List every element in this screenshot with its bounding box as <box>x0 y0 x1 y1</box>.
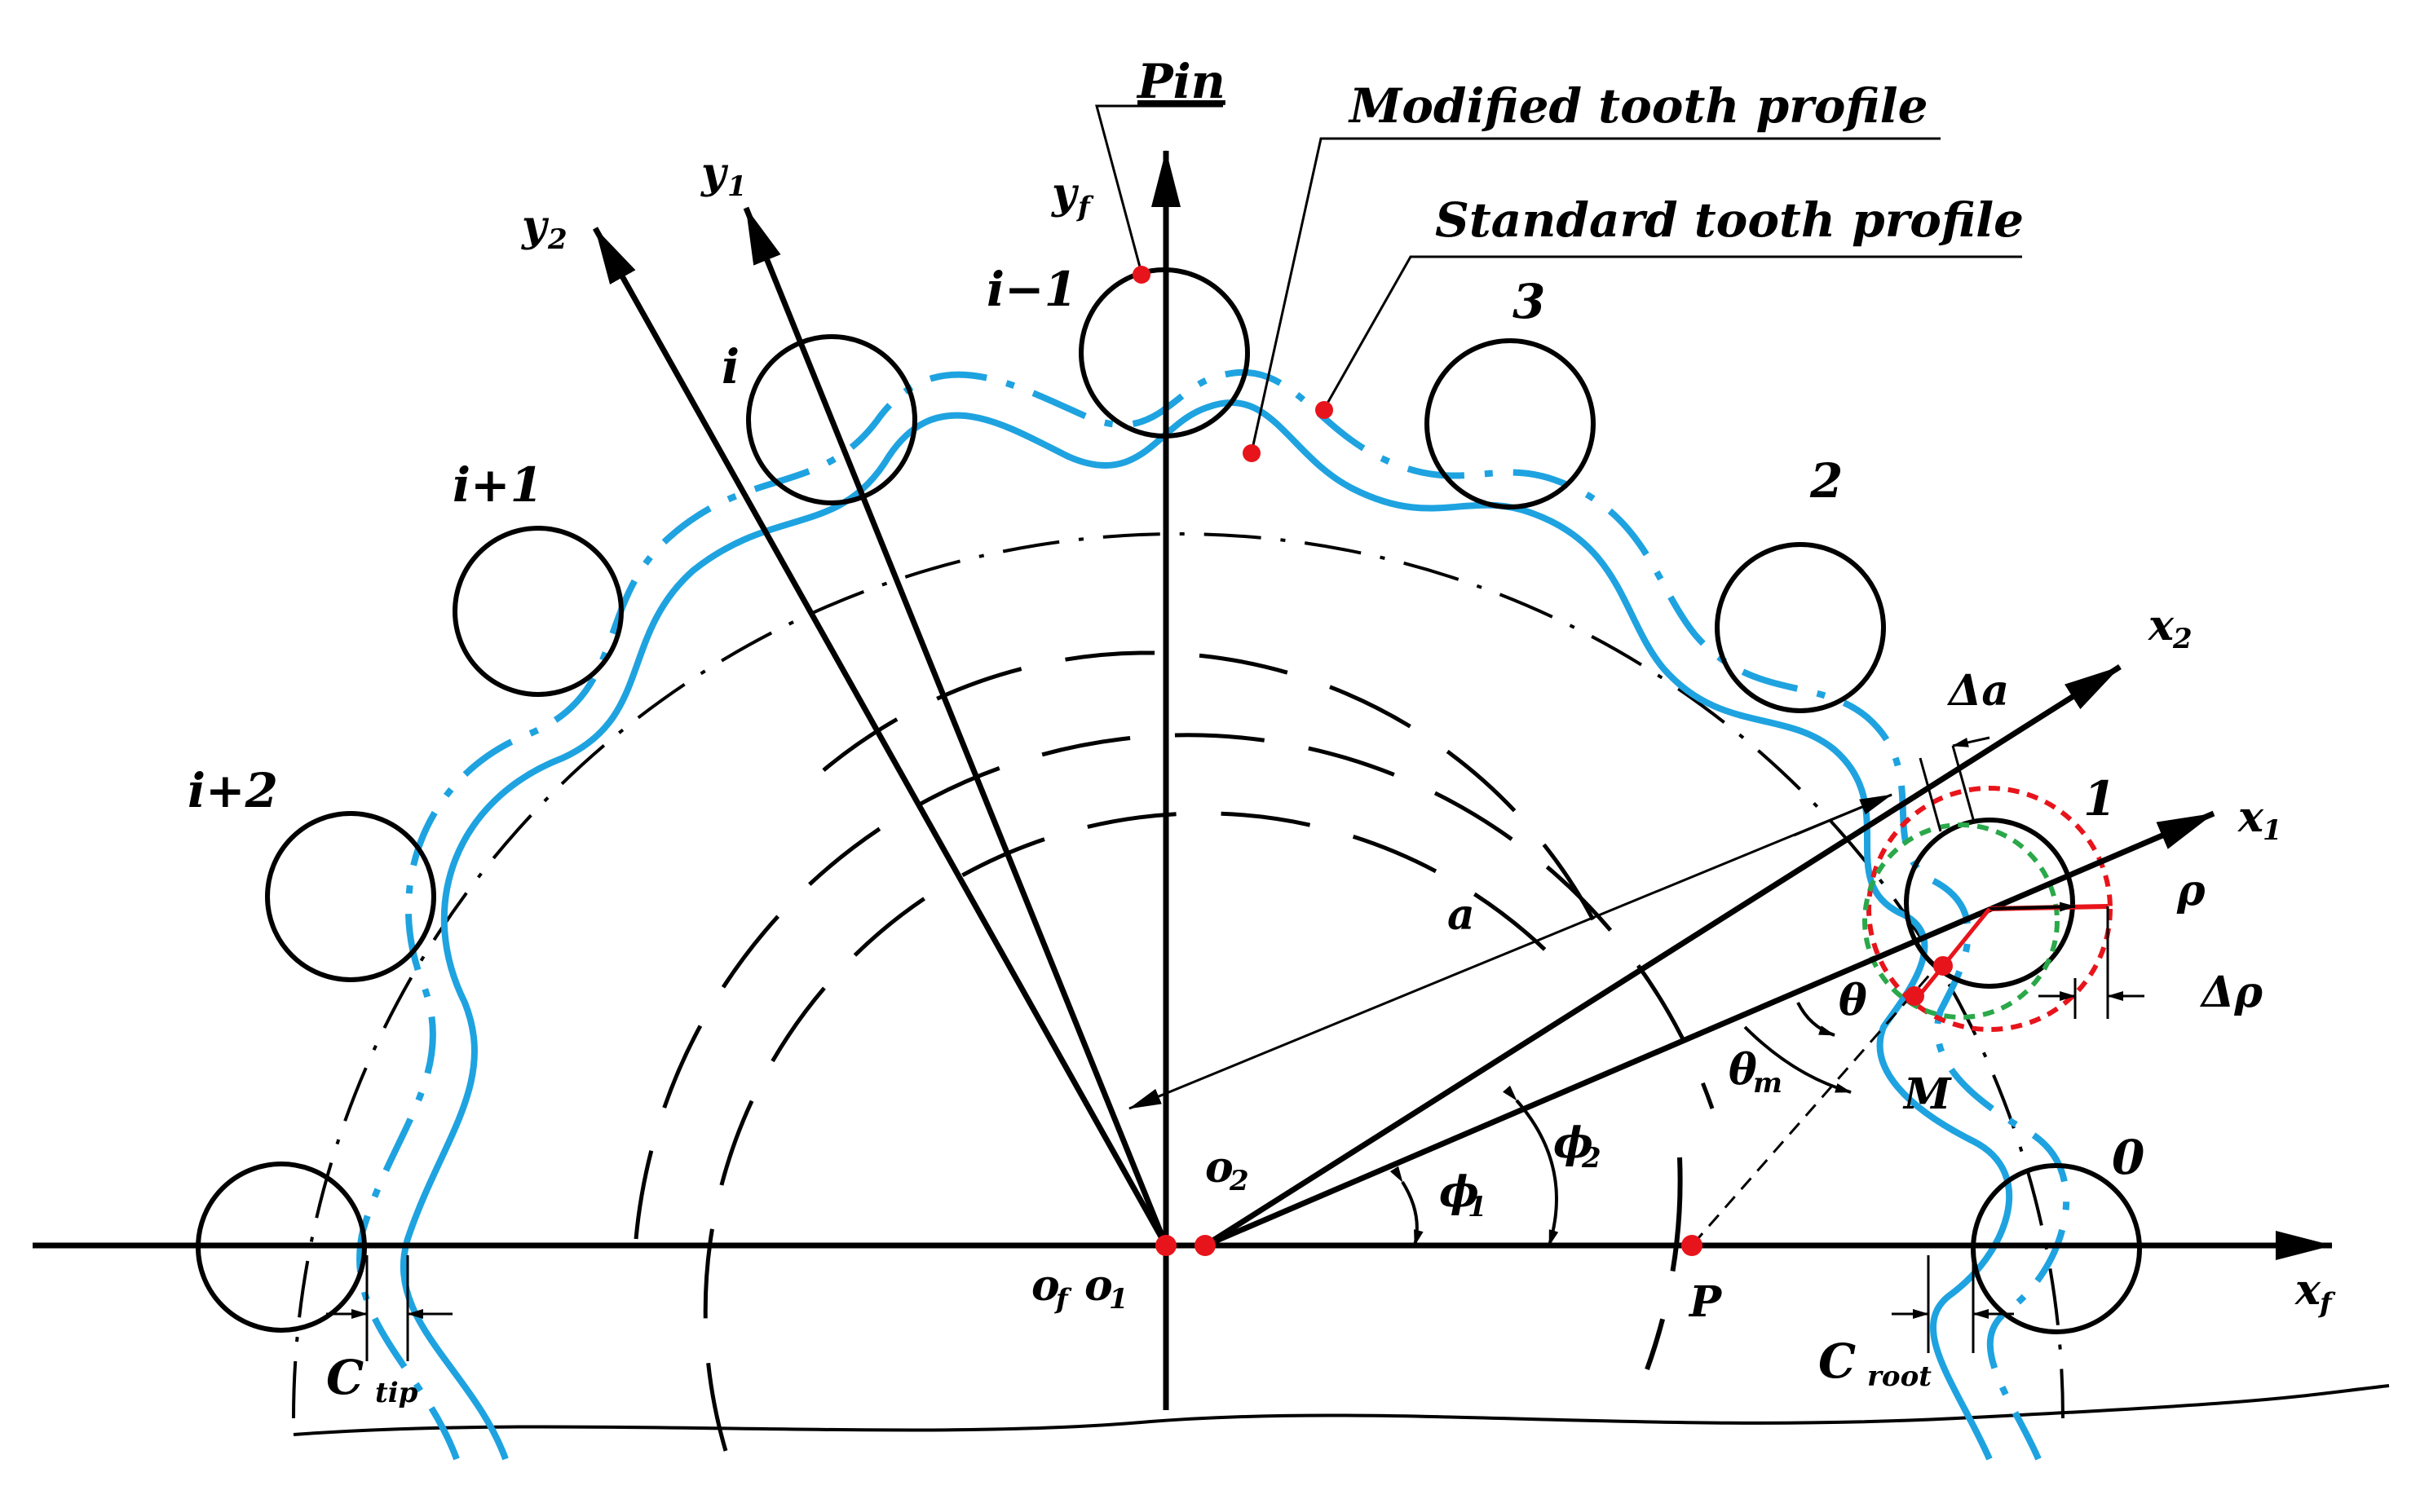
eccentric-line-a <box>1128 793 1892 1110</box>
label-x2-sub: 2 <box>2172 623 2193 655</box>
label-m: M <box>1902 1069 1952 1119</box>
marker-pin-top <box>1133 266 1150 284</box>
inner-dashed-circle-inner <box>703 811 1559 1452</box>
pin-0 <box>1971 1163 2142 1334</box>
label-x2: x <box>2148 601 2175 650</box>
label-modified-profile: Modified tooth profile <box>1348 78 1928 134</box>
x-1-axis <box>1203 810 2215 1249</box>
pressure-line <box>1690 957 1946 1246</box>
pin-i-plus-1 <box>453 526 624 697</box>
inner-dashed-circle-outer <box>634 733 1715 1240</box>
label-pin: Pin <box>1136 54 1225 109</box>
marker-p <box>1681 1235 1702 1256</box>
contact-line <box>1919 907 1991 996</box>
phi1-arc <box>1389 1166 1424 1246</box>
label-pin-0: 0 <box>2112 1130 2144 1185</box>
label-o1: o <box>1084 1261 1113 1311</box>
marker-contact <box>1905 986 1924 1006</box>
eccentric-line-a-arrow <box>1793 793 1892 837</box>
label-pin-i: i <box>722 339 740 395</box>
label-theta-m-sub: m <box>1753 1067 1782 1100</box>
label-y1: y <box>700 148 729 198</box>
label-pin-i-minus-1: i−1 <box>987 262 1077 317</box>
theta-arc <box>1796 1002 1835 1037</box>
label-y2-sub: 2 <box>547 223 567 256</box>
label-theta-m: θ <box>1729 1045 1757 1095</box>
label-x1: x <box>2237 792 2264 842</box>
label-phi1-sub: 1 <box>1468 1191 1487 1223</box>
label-xf-sub: f <box>2318 1287 2336 1320</box>
label-pin-1: 1 <box>2083 771 2116 827</box>
inner-dashed-circle-outer-2 <box>822 650 1601 931</box>
label-standard-profile: Standard tooth profile <box>1435 192 2024 248</box>
standard-tooth-profile <box>356 368 2070 1461</box>
label-pin-i-plus-2: i+2 <box>188 763 278 818</box>
label-of: o <box>1031 1261 1060 1311</box>
pin-radius-black <box>1989 901 2076 912</box>
pin-3 <box>1424 338 1596 509</box>
x-2-axis <box>1203 664 2122 1248</box>
label-c-tip: C <box>326 1350 364 1405</box>
delta-a-tick-2 <box>1951 745 1975 820</box>
label-o1-sub: 1 <box>1109 1283 1128 1316</box>
label-o2-sub: 2 <box>1229 1165 1249 1197</box>
inner-dashed-arc-right <box>1645 1157 1683 1371</box>
label-a: a <box>1447 890 1475 940</box>
y-1-axis <box>743 206 1169 1247</box>
label-delta-rho: Δρ <box>2199 968 2263 1017</box>
standard-leader <box>1323 255 2022 408</box>
pin-leader <box>1095 104 1223 274</box>
y-2-axis <box>592 227 1169 1247</box>
delta-a-tick-1 <box>1919 757 1942 832</box>
marker-standard <box>1315 401 1333 419</box>
label-c-root-sub: root <box>1867 1360 1932 1393</box>
label-delta-a: Δa <box>1946 666 2009 716</box>
pin-i <box>746 334 917 505</box>
break-line <box>293 1384 2390 1436</box>
label-yf: y <box>1051 169 1080 218</box>
label-theta: θ <box>1839 976 1867 1025</box>
label-c-root: C <box>1818 1333 1856 1389</box>
label-phi1: ϕ <box>1439 1167 1479 1217</box>
label-rho: ρ <box>2176 866 2206 915</box>
pin-pitch-circle <box>292 532 2065 1419</box>
label-c-tip-sub: tip <box>375 1377 418 1409</box>
pin-2 <box>1715 542 1886 713</box>
modified-pin-circle <box>1866 786 2113 1032</box>
delta-a-arrow <box>1952 736 1990 747</box>
label-pin-3: 3 <box>1512 274 1545 329</box>
marker-modified <box>1243 444 1261 462</box>
label-xf: x <box>2294 1265 2321 1315</box>
label-y1-sub: 1 <box>727 170 747 203</box>
label-phi2: ϕ <box>1553 1118 1593 1168</box>
label-p: P <box>1688 1277 1723 1327</box>
pin-i-plus-2 <box>265 811 436 982</box>
label-phi2-sub: 2 <box>1581 1142 1601 1175</box>
marker-of <box>1155 1235 1177 1256</box>
phi2-arc <box>1502 1085 1559 1246</box>
label-pin-i-plus-1: i+1 <box>453 457 543 513</box>
label-x1-sub: 1 <box>2263 814 2282 847</box>
marker-m <box>1933 956 1953 976</box>
theta-m-arc <box>1743 1025 1852 1094</box>
marker-o2 <box>1195 1235 1216 1256</box>
original-pin-circle <box>1862 822 2060 1020</box>
label-yf-sub: f <box>1076 191 1094 223</box>
modified-tooth-profile <box>400 399 2013 1461</box>
label-o2: o <box>1205 1143 1234 1192</box>
label-pin-2: 2 <box>1809 453 1843 509</box>
label-of-sub: f <box>1054 1283 1072 1316</box>
modified-leader <box>1250 137 1941 453</box>
red-markers <box>1133 266 1953 1256</box>
label-y2: y <box>521 201 550 251</box>
